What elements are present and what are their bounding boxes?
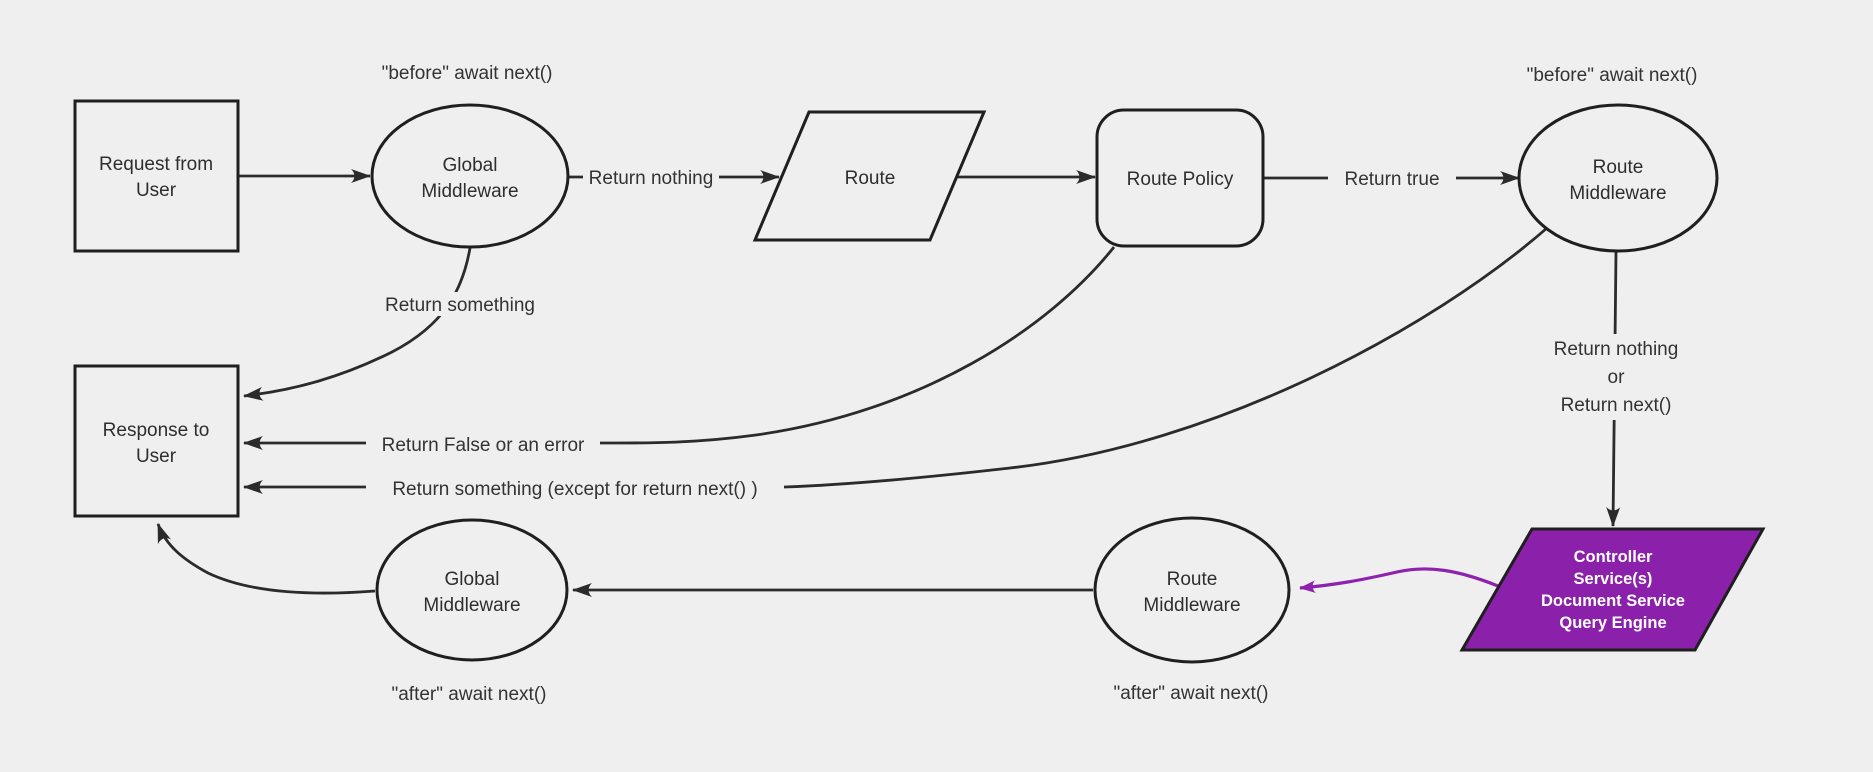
edge-label-bg — [378, 292, 542, 316]
edge-label-return-nothing-or-next: Return nothing or Return next() — [1538, 334, 1696, 420]
node-label: Middleware — [1569, 183, 1666, 204]
edge-label-bg — [1538, 334, 1696, 420]
edge-label-return-something-except: Return something (except for return next… — [366, 476, 784, 500]
controller-parallelogram — [1459, 527, 1766, 652]
node-label: Middleware — [1143, 595, 1240, 616]
edge-global-middleware-bottom-to-response — [156, 523, 376, 595]
annotation-after-await-next: "after" await next() — [392, 684, 547, 705]
edge-label-return-false-or-error: Return False or an error — [366, 432, 600, 456]
node-label: Route Policy — [1127, 169, 1234, 190]
node-route: Route — [752, 110, 987, 242]
edge-controller-to-route-middleware-bottom — [1299, 567, 1499, 594]
edge-label-text: Return something (except for return next… — [392, 479, 757, 500]
edge-label-return-true: Return true — [1328, 166, 1456, 190]
edge-label-text: Return False or an error — [382, 435, 585, 456]
node-label: Request from — [99, 154, 213, 175]
edge-label-bg — [366, 476, 784, 500]
node-controller-services: Controller Service(s) Document Service Q… — [1459, 527, 1766, 652]
request-box — [73, 99, 240, 253]
global-middleware-ellipse — [375, 518, 569, 662]
edge-label-text: or — [1608, 367, 1626, 388]
node-label: Middleware — [421, 181, 518, 202]
edge-global-middleware-to-response — [243, 247, 472, 401]
node-label: Middleware — [423, 595, 520, 616]
edge-route-middleware-to-response — [243, 226, 1548, 494]
edge-label-text: Return next() — [1561, 395, 1672, 416]
node-label: Global — [445, 569, 500, 590]
edge-label-bg — [583, 165, 719, 189]
edge-label-bg — [366, 432, 600, 456]
node-label: Response to — [103, 420, 210, 441]
annotation-after-await-next: "after" await next() — [1114, 683, 1269, 704]
node-global-middleware-top: Global Middleware "before" await next() — [370, 63, 570, 249]
node-route-middleware-bottom: Route Middleware "after" await next() — [1093, 516, 1291, 704]
edge-label-text: Return nothing — [589, 168, 714, 189]
edge-label-return-nothing: Return nothing — [583, 165, 719, 189]
edge-label-text: Return nothing — [1554, 339, 1679, 360]
node-route-policy: Route Policy — [1095, 108, 1265, 248]
route-middleware-ellipse — [1517, 103, 1719, 253]
node-label: Route — [1593, 157, 1644, 178]
edge-label-bg — [1328, 166, 1456, 190]
annotation-before-await-next: "before" await next() — [1527, 65, 1698, 86]
node-label: Service(s) — [1574, 570, 1653, 588]
edge-label-text: Return something — [385, 295, 535, 316]
edge-label-return-something: Return something — [378, 292, 542, 316]
node-label: Route — [1167, 569, 1218, 590]
node-label: User — [136, 180, 177, 201]
node-route-middleware-top: Route Middleware "before" await next() — [1517, 65, 1719, 253]
node-response-to-user: Response to User — [73, 364, 240, 518]
node-global-middleware-bottom: Global Middleware "after" await next() — [375, 518, 569, 705]
node-label: Route — [845, 168, 896, 189]
node-label: Document Service — [1541, 592, 1685, 610]
node-label: Query Engine — [1559, 614, 1666, 632]
node-request-from-user: Request from User — [73, 99, 240, 253]
route-middleware-ellipse — [1093, 516, 1291, 664]
route-parallelogram — [752, 110, 987, 242]
global-middleware-ellipse — [370, 103, 570, 249]
node-label: Global — [443, 155, 498, 176]
node-label: Controller — [1574, 548, 1653, 566]
route-policy-box — [1095, 108, 1265, 248]
annotation-before-await-next: "before" await next() — [382, 63, 553, 84]
edge-label-text: Return true — [1344, 169, 1439, 190]
response-box — [73, 364, 240, 518]
node-label: User — [136, 446, 177, 467]
edge-route-policy-to-response — [243, 246, 1116, 450]
